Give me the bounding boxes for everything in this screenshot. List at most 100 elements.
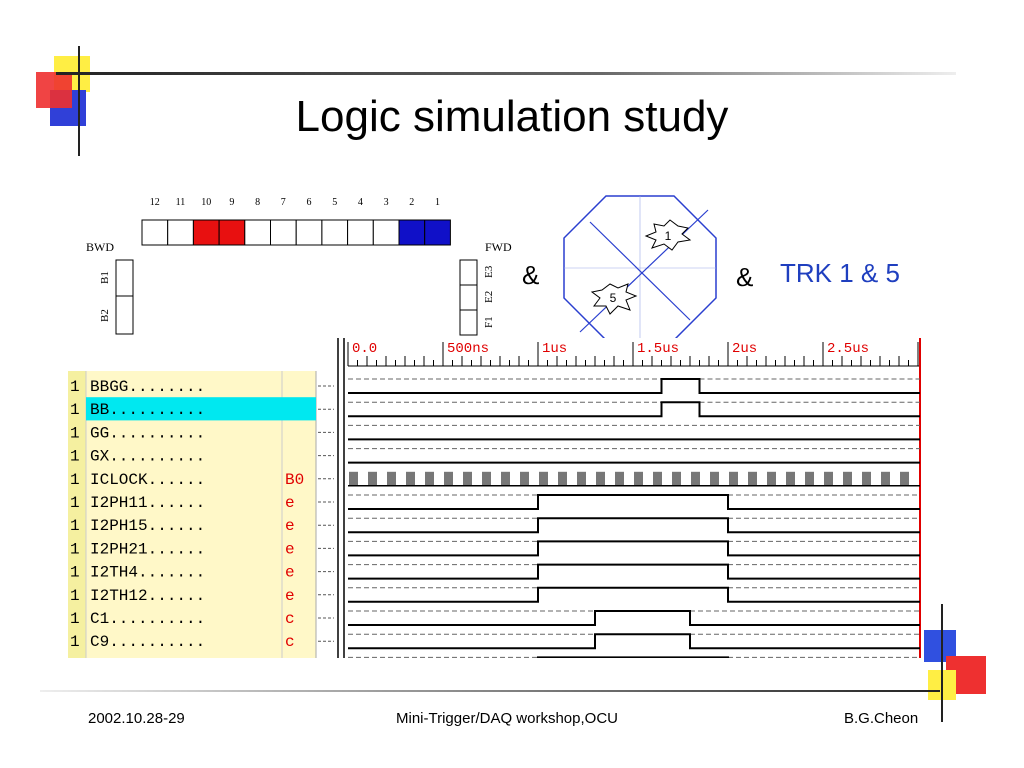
signal-value: 1 — [70, 587, 80, 605]
signal-name[interactable]: I2PH15...... — [90, 517, 205, 535]
clock-pulse — [767, 471, 776, 486]
clock-pulse — [862, 471, 871, 486]
footer-event: Mini-Trigger/DAQ workshop,OCU — [396, 710, 618, 727]
detector-cell — [141, 219, 169, 246]
footer-vertical-rule — [941, 604, 943, 722]
signal-name[interactable]: GX.......... — [90, 448, 205, 466]
trk-label: TRK 1 & 5 — [780, 258, 900, 288]
signal-name[interactable]: I2PH11...... — [90, 494, 205, 512]
clock-pulse — [786, 471, 795, 486]
signal-name[interactable]: BB.......... — [90, 401, 205, 419]
clock-pulse — [577, 471, 586, 486]
detector-cell — [424, 219, 451, 246]
clock-pulse — [387, 471, 396, 486]
time-label: 2.5us — [827, 341, 869, 357]
clock-pulse — [672, 471, 681, 486]
signal-row[interactable]: 1 BBGG........ — [70, 378, 920, 396]
signal-trace — [348, 517, 920, 534]
signal-name[interactable]: GG.......... — [90, 424, 205, 442]
signal-trace — [537, 656, 729, 658]
detector-cell — [192, 219, 220, 246]
clock-pulse — [824, 471, 833, 486]
clock-pulse — [482, 471, 491, 486]
clock-pulse — [843, 471, 852, 486]
clock-pulse — [900, 471, 909, 486]
signal-trace — [348, 563, 920, 580]
signal-name[interactable]: I2TH2...... — [90, 656, 196, 658]
bwd-label: BWD — [86, 240, 114, 254]
signal-row[interactable]: 1I2TH2......e — [70, 656, 920, 658]
signal-code: e — [285, 564, 295, 582]
slide-title: Logic simulation study — [295, 92, 729, 141]
ampersand-1: & — [522, 260, 540, 290]
signal-code: e — [285, 517, 295, 535]
clock-pulse — [729, 471, 738, 486]
signal-code: e — [285, 540, 295, 558]
clock-pulse — [653, 471, 662, 486]
cell-number: 8 — [255, 197, 260, 208]
signal-trace — [348, 540, 920, 557]
clock-pulse — [805, 471, 814, 486]
signal-value: 1 — [70, 378, 80, 396]
clock-pulse — [349, 471, 358, 486]
detector-cell — [372, 219, 400, 246]
signal-value: 1 — [70, 633, 80, 651]
cell-number: 5 — [332, 197, 337, 208]
footer-date: 2002.10.28-29 — [88, 710, 185, 727]
signal-trace — [348, 586, 920, 603]
clock-pulse — [425, 471, 434, 486]
fwd-cell-label: E2 — [483, 291, 495, 303]
signal-row[interactable]: 1 I2PH15...... e — [70, 517, 920, 535]
detector-cell — [270, 219, 297, 246]
octagon-track-display: 1 5 — [563, 195, 717, 341]
signal-name[interactable]: I2TH12...... — [90, 587, 205, 605]
title-rule — [56, 72, 956, 75]
signal-name[interactable]: C1.......... — [90, 610, 205, 628]
signal-name[interactable]: C9.......... — [90, 633, 205, 651]
signal-name[interactable]: I2TH4....... — [90, 564, 205, 582]
bwd-cell-label: B2 — [99, 309, 111, 322]
track-1-label: 1 — [665, 229, 672, 243]
signal-value: 1 — [70, 610, 80, 628]
clock-pulse — [748, 471, 757, 486]
clock-pulse — [710, 471, 719, 486]
time-label: 1.5us — [637, 341, 679, 357]
signal-name[interactable]: ICLOCK...... — [90, 471, 205, 489]
footer-author: B.G.Cheon — [844, 710, 919, 727]
cell-number: 3 — [384, 197, 389, 208]
time-label: 500ns — [447, 341, 489, 357]
signal-trace — [348, 610, 920, 626]
signal-code: e — [285, 656, 295, 658]
clock-pulse — [615, 471, 624, 486]
cell-number: 7 — [281, 197, 286, 208]
clock-pulse — [444, 471, 453, 486]
detector-cell — [244, 219, 272, 246]
clock-pulse — [406, 471, 415, 486]
detector-cell — [218, 219, 246, 246]
clock-pulse — [634, 471, 643, 486]
signal-name[interactable]: BBGG........ — [90, 378, 205, 396]
track-1-burst: 1 — [644, 219, 692, 251]
signal-name[interactable]: I2PH21...... — [90, 540, 205, 558]
signal-code: B0 — [285, 471, 304, 489]
title-vertical-rule — [78, 46, 80, 156]
cell-number: 12 — [150, 197, 160, 208]
signal-value: 1 — [70, 517, 80, 535]
fwd-label: FWD — [485, 240, 512, 254]
value-pane — [68, 371, 86, 658]
detector-cell — [321, 219, 349, 246]
